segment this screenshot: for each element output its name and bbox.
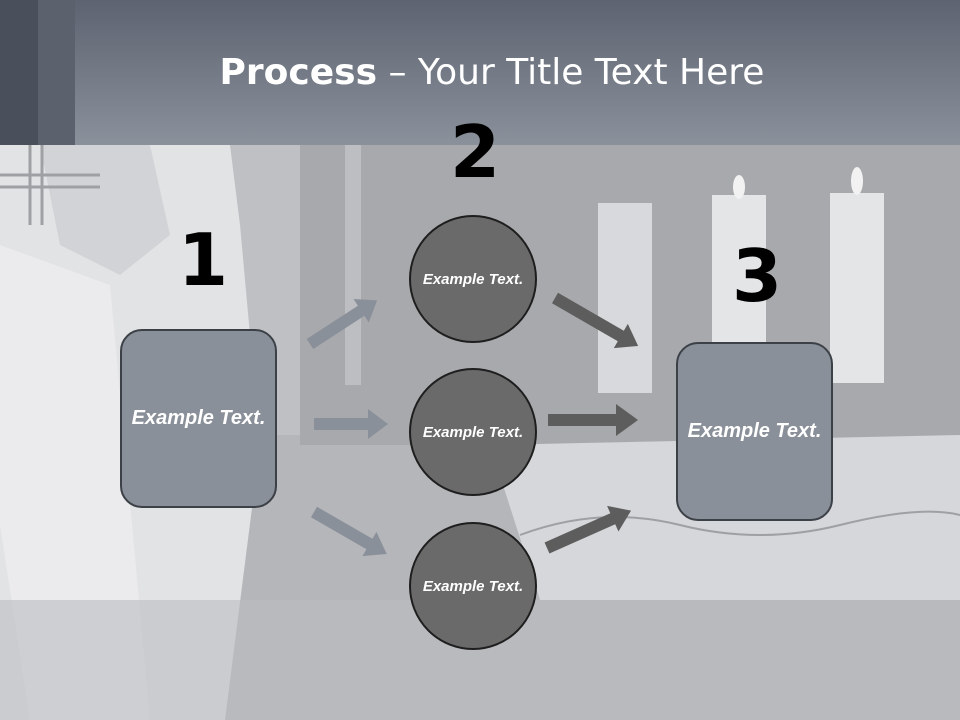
arrow-bottom-to-3 [544,505,632,554]
step-2-circle-top: Example Text. [409,215,537,343]
header-accent-dark [0,0,38,145]
title-rest: – Your Title Text Here [377,52,765,93]
step-2-circle-middle: Example Text. [409,368,537,496]
header-accent-mid [38,0,75,145]
arrow-1-to-bottom [311,506,387,557]
step-3-box: Example Text. [676,342,833,521]
slide-title: Process – Your Title Text Here [0,52,960,93]
step-number-3: 3 [732,234,783,318]
arrow-top-to-3 [552,292,639,349]
header-band [0,0,960,145]
step-2-circle-bottom: Example Text. [409,522,537,650]
arrow-1-to-top [306,299,378,350]
step-number-1: 1 [178,218,229,302]
arrow-middle-to-3 [548,404,638,436]
title-bold: Process [219,52,378,93]
step-number-2: 2 [450,110,501,194]
arrow-1-to-middle [314,409,388,439]
step-1-box: Example Text. [120,329,277,508]
